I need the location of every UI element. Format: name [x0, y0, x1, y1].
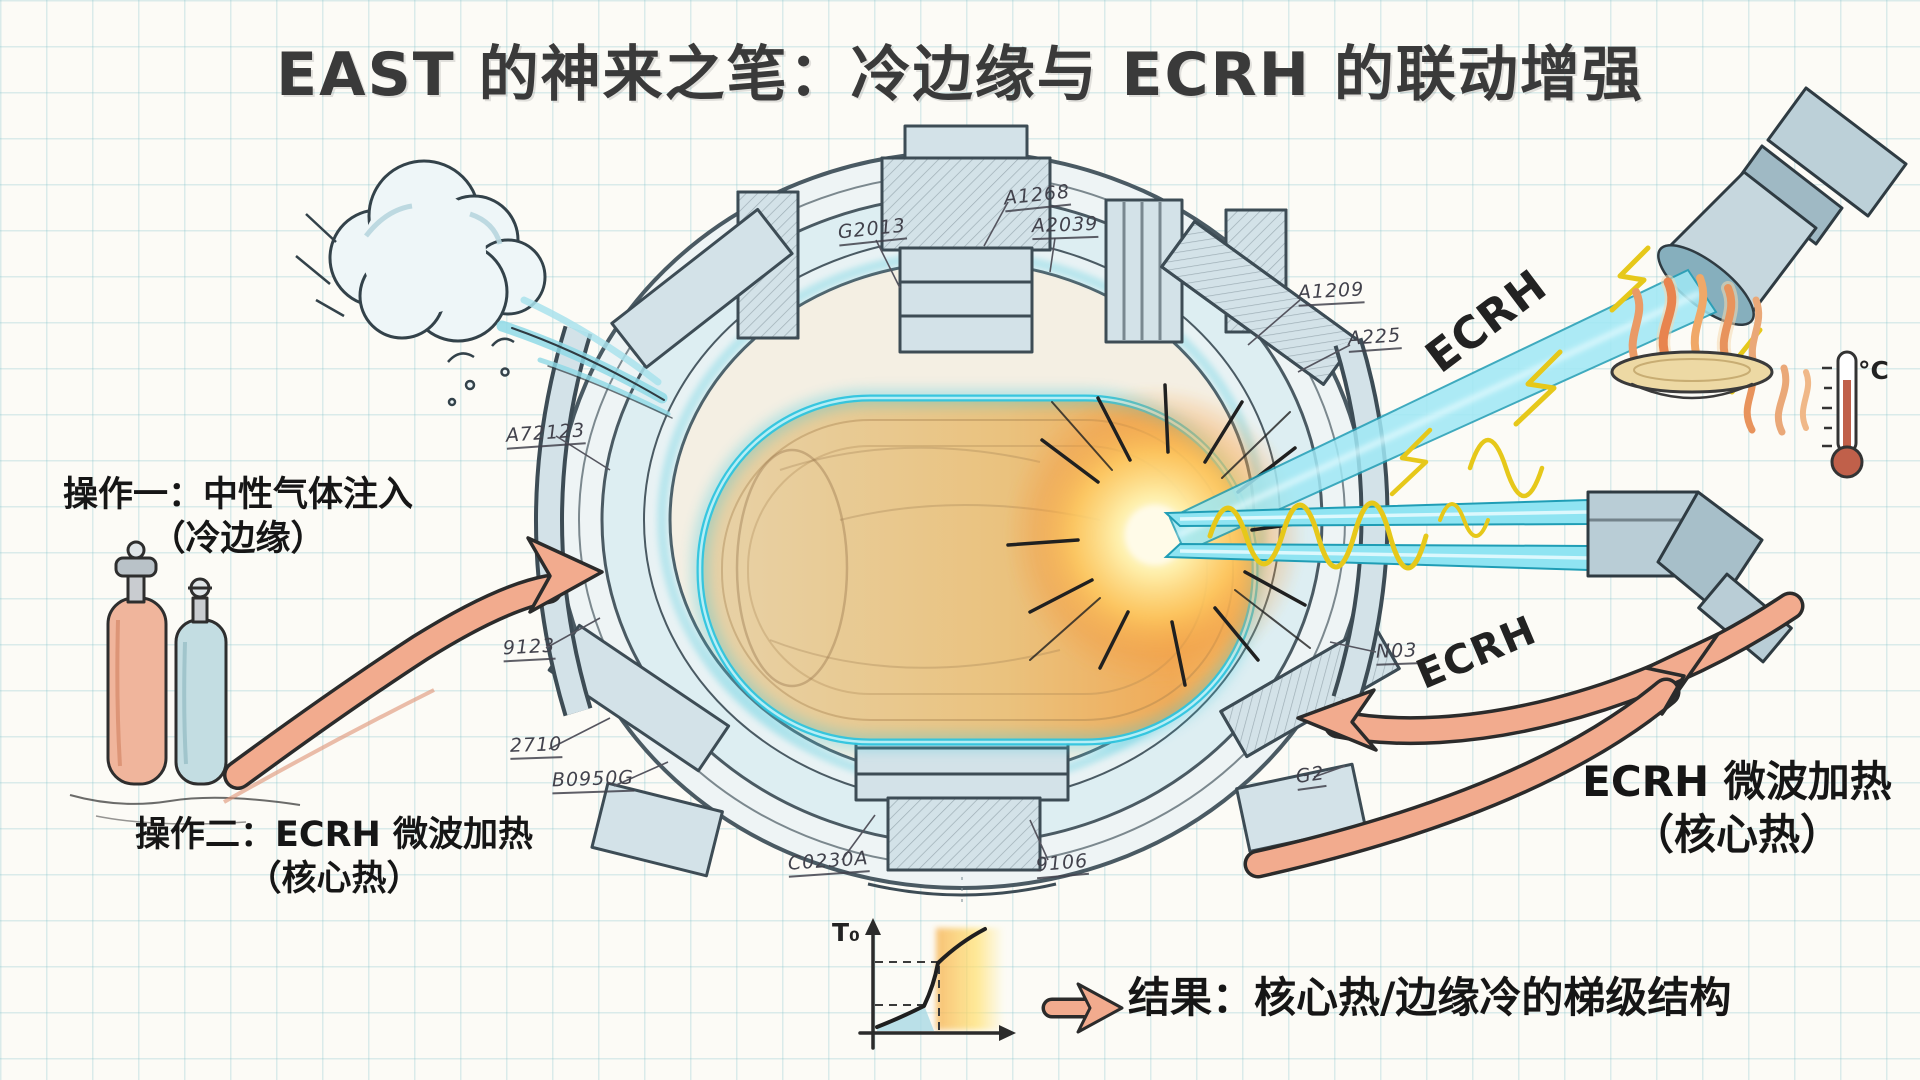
operation-1-line2: （冷边缘）	[150, 518, 326, 559]
ecrh-heating-line1: ECRH 微波加热	[1582, 757, 1892, 806]
support-structures	[534, 124, 1401, 897]
annotation-operation-2: 操作二：ECRH 微波加热 （核心热）	[128, 814, 540, 902]
part-label-9106: 9106	[1035, 849, 1090, 880]
gas-cylinders	[69, 540, 301, 825]
part-label-9123: 9123	[502, 634, 556, 663]
gas-spray	[496, 296, 673, 419]
part-label-a225: A225	[1347, 324, 1403, 353]
result-arrow-icon	[1041, 982, 1124, 1034]
operation-2-line2: （核心热）	[246, 858, 422, 899]
part-label-b0950g: B0950G	[551, 766, 635, 795]
heating-arrow-left	[1296, 591, 1805, 752]
ecrh-heating-line2: （核心热）	[1631, 809, 1842, 859]
heating-arrow-duct	[1243, 632, 1720, 879]
ecrh-beam-horizontal	[1163, 498, 1589, 572]
leader-lines	[545, 201, 1377, 861]
gas-cloud	[295, 159, 547, 407]
graph-y-axis-label: T₀	[832, 918, 861, 947]
thermometer	[1822, 350, 1864, 479]
injection-arrow	[223, 536, 604, 804]
operation-1-line1: 操作一：中性气体注入	[62, 475, 413, 515]
result-annotation: 结果：核心热/边缘冷的梯级结构	[1128, 973, 1732, 1022]
part-label-g2: G2	[1294, 762, 1327, 791]
page-title: EAST 的神来之笔：冷边缘与 ECRH 的联动增强	[276, 40, 1644, 110]
flame-pan	[1610, 274, 1812, 436]
temperature-profile-graph	[858, 918, 1016, 1050]
part-label-2710: 2710	[509, 733, 563, 760]
annotation-operation-1: 操作一：中性气体注入 （冷边缘）	[52, 474, 424, 562]
part-label-n03: N03	[1375, 639, 1418, 666]
part-label-a1209: A1209	[1297, 278, 1365, 307]
operation-2-line1: 操作二：ECRH 微波加热	[134, 815, 534, 855]
thermometer-unit-label: °C	[1858, 356, 1889, 385]
part-label-a2039: A2039	[1031, 212, 1099, 241]
annotation-ecrh-heating: ECRH 微波加热 （核心热）	[1572, 756, 1902, 861]
plasma-starburst	[1005, 383, 1324, 687]
